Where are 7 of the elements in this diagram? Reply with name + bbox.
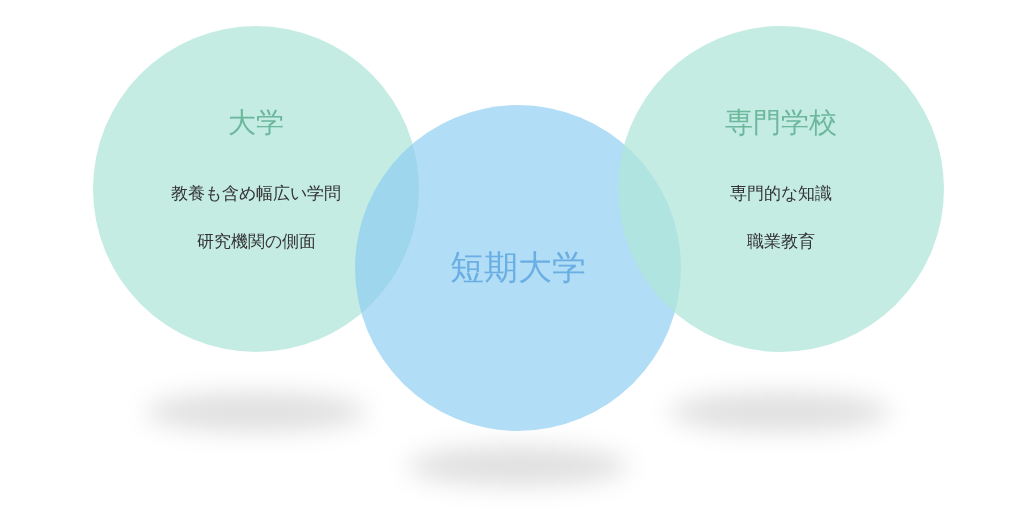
circle-text: 職業教育: [746, 230, 816, 253]
circle-title: 短期大学: [449, 246, 587, 289]
circle-title: 大学: [227, 105, 285, 141]
circle-text: 研究機関の側面: [195, 230, 317, 253]
circle-text: 教養も含め幅広い学問: [170, 182, 342, 205]
circle-text: 専門的な知識: [729, 182, 833, 205]
circle-title: 専門学校: [724, 105, 838, 141]
